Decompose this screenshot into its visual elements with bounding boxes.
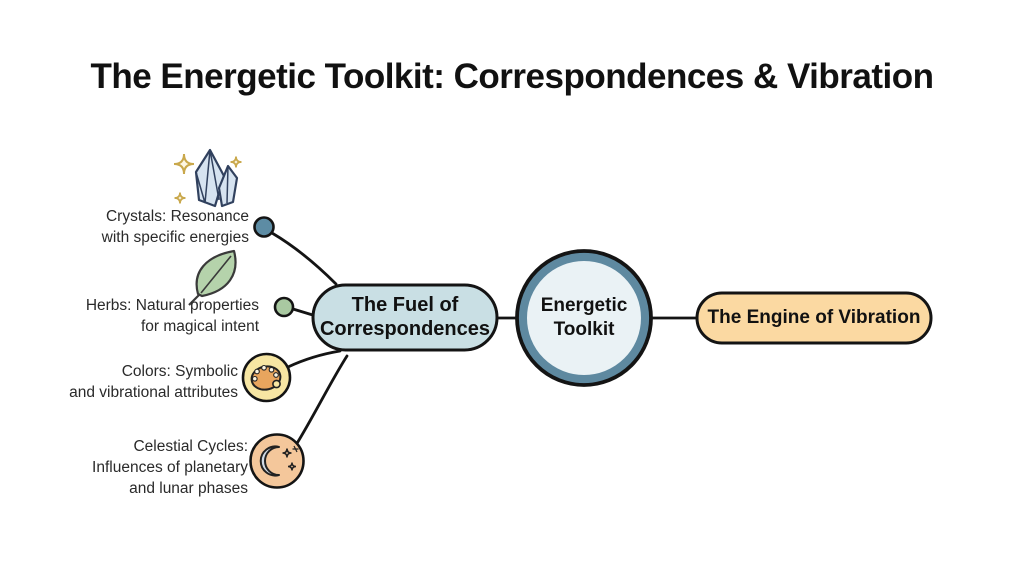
sparkle-icon — [173, 153, 195, 175]
celestial-label-line: and lunar phases — [129, 480, 248, 497]
herbs-label-line: for magical intent — [140, 318, 259, 335]
edge-crystals-fuel — [270, 231, 338, 286]
celestial-label-line: Celestial Cycles: — [133, 438, 248, 455]
star-sparkle-small — [292, 445, 299, 453]
engine-node — [695, 291, 933, 345]
page-title: The Energetic Toolkit: Correspondences &… — [90, 57, 934, 96]
toolkit-node — [515, 249, 653, 387]
colors-label-line: Colors: Symbolic — [121, 363, 238, 380]
toolkit-node-inner — [522, 256, 646, 380]
fuel-node-label: The Fuel of Correspondences — [313, 293, 497, 341]
fuel-node-label-line: The Fuel of — [351, 294, 459, 316]
herbs-label: Herbs: Natural properties for magical in… — [86, 295, 259, 337]
palette-thumb-hole — [272, 379, 281, 389]
crystal-icon — [173, 148, 242, 208]
crystals-label-line: with specific energies — [101, 229, 249, 246]
sparkle-icon — [230, 156, 242, 168]
toolkit-node-ring — [518, 252, 650, 384]
crescent-moon — [259, 445, 280, 477]
toolkit-node-label-line: Energetic — [540, 295, 628, 316]
moon-stars-icon — [249, 433, 305, 489]
palette-paint-dots — [251, 364, 279, 382]
crystals-label-line: Crystals: Resonance — [105, 208, 249, 225]
star-sparkle — [282, 448, 292, 458]
palette-icon — [241, 352, 292, 403]
colors-label-line: and vibrational attributes — [69, 384, 238, 401]
edge-group — [270, 231, 699, 447]
crystal-facets — [226, 165, 229, 204]
crystal-facets — [195, 149, 220, 204]
sparkle-icon — [174, 192, 186, 204]
fuel-node — [311, 283, 499, 352]
engine-node-label-line: The Engine of Vibration — [707, 307, 921, 328]
celestial-badge — [249, 433, 305, 489]
engine-node-label: The Engine of Vibration — [697, 305, 931, 331]
edge-celestial-fuel — [294, 354, 349, 447]
fuel-node-label-line: Correspondences — [319, 318, 491, 340]
crystals-node-dot — [253, 216, 275, 238]
celestial-label-line: Influences of planetary — [92, 459, 248, 476]
herbs-label-line: Herbs: Natural properties — [85, 297, 259, 314]
toolkit-node-label-line: Toolkit — [553, 319, 615, 340]
leaf-icon — [188, 249, 237, 306]
toolkit-node-outline — [515, 249, 653, 387]
colors-label: Colors: Symbolic and vibrational attribu… — [69, 361, 238, 403]
toolkit-node-label: Energetic Toolkit — [519, 294, 649, 342]
leaf-stem — [188, 293, 201, 306]
celestial-cycles-label: Celestial Cycles: Influences of planetar… — [92, 436, 248, 499]
leaf-vein — [200, 255, 232, 294]
edge-colors-fuel — [286, 349, 342, 369]
star-sparkle — [287, 462, 297, 471]
herbs-node-dot — [273, 296, 295, 318]
crystals-label: Crystals: Resonance with specific energi… — [102, 206, 249, 248]
